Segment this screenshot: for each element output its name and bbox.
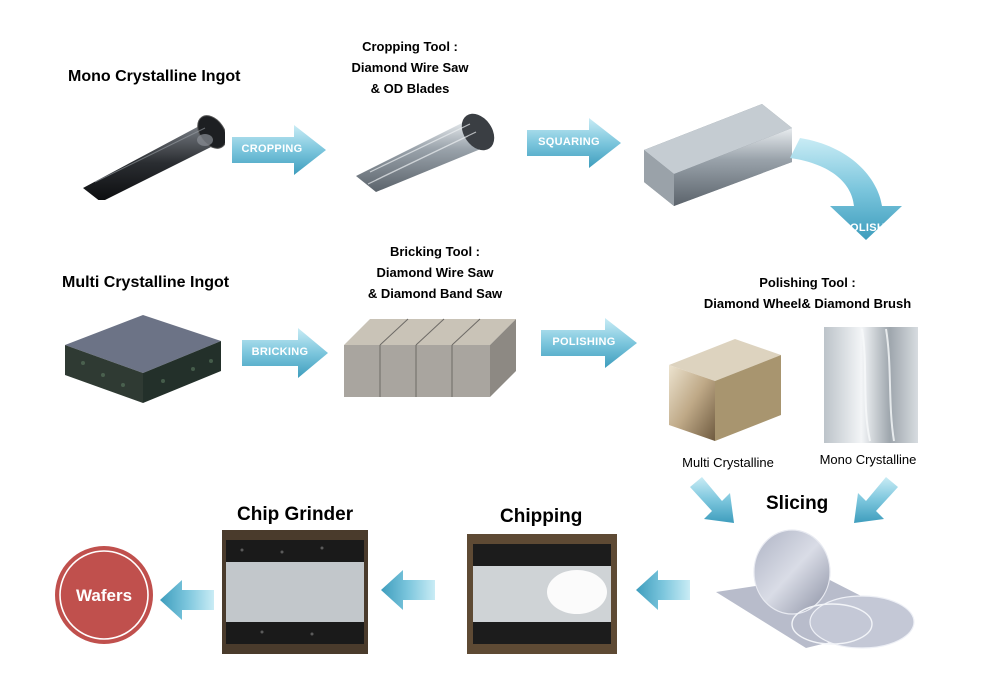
mono-to-slicing-arrow — [854, 477, 898, 523]
squared-ingot-image — [644, 104, 792, 206]
bricking-tool-line-3: & Diamond Band Saw — [367, 286, 503, 301]
chipping-image — [467, 534, 617, 654]
cropping-tool-line-1: Cropping Tool : — [362, 39, 458, 54]
chipping-to-grinder-arrow — [381, 570, 435, 610]
polishing-arrow: POLISHING — [541, 318, 637, 368]
bricking-arrow-label: BRICKING — [251, 346, 309, 358]
polishing-tool-line-2: Diamond Wheel& Diamond Brush — [703, 296, 912, 311]
multi-to-slicing-arrow — [690, 477, 734, 523]
polishing-tool-text: Polishing Tool : Diamond Wheel& Diamond … — [690, 272, 925, 314]
slicing-label: Slicing — [766, 493, 829, 514]
chip-grinder-label: Chip Grinder — [237, 504, 354, 525]
polishing-arrow-label: POLISHING — [552, 336, 616, 348]
cropping-arrow: CROPPING — [232, 125, 326, 175]
bricking-tool-line-2: Diamond Wire Saw — [376, 265, 494, 280]
mono-crystalline-caption: Mono Crystalline — [819, 452, 917, 467]
slicing-to-chipping-arrow — [636, 570, 690, 610]
chip-grinder-image — [222, 530, 368, 654]
wafers-slicing-image — [716, 529, 915, 649]
polishing-curved-arrow-label: POLISHING — [842, 222, 906, 234]
multi-ingot-image — [65, 315, 221, 403]
cropping-tool-text: Cropping Tool : Diamond Wire Saw & OD Bl… — [340, 36, 480, 99]
polishing-tool-line-1: Polishing Tool : — [759, 275, 856, 290]
mono-ingot-image — [83, 115, 225, 200]
bricking-tool-text: Bricking Tool : Diamond Wire Saw & Diamo… — [355, 241, 515, 304]
bricking-tool-line-1: Bricking Tool : — [389, 244, 481, 259]
cropping-arrow-label: CROPPING — [241, 143, 303, 155]
wafers-circle — [55, 546, 153, 644]
multi-polished-brick-image — [669, 339, 781, 441]
multi-ingot-label: Multi Crystalline Ingot — [62, 274, 230, 291]
squaring-arrow-label: SQUARING — [538, 136, 600, 148]
mono-polished-brick-image — [824, 327, 918, 443]
cropped-ingot-image — [356, 113, 495, 192]
wafers-label: Wafers — [75, 586, 133, 605]
cropping-tool-line-2: Diamond Wire Saw — [351, 60, 469, 75]
polishing-curved-arrow — [790, 138, 902, 240]
grinder-to-wafers-arrow — [160, 580, 214, 620]
squaring-arrow: SQUARING — [527, 118, 621, 168]
multi-crystalline-caption: Multi Crystalline — [682, 455, 774, 470]
bricking-arrow: BRICKING — [242, 328, 328, 378]
mono-ingot-label: Mono Crystalline Ingot — [68, 68, 241, 85]
chipping-label: Chipping — [500, 506, 583, 527]
bricks-image — [344, 318, 516, 397]
cropping-tool-line-3: & OD Blades — [370, 81, 450, 96]
